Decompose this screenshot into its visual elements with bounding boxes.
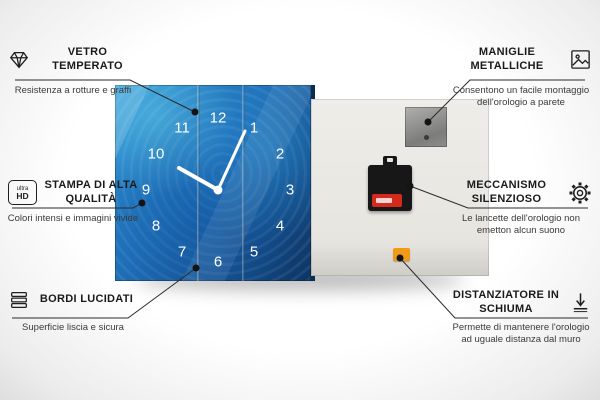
clock-number-11: 11 xyxy=(174,119,190,137)
clock-number-7: 7 xyxy=(177,243,187,261)
callout-stampa: ultra HD STAMPA DI ALTA QUALITÀ xyxy=(8,179,138,207)
callout-title-bordi: BORDI LUCIDATI xyxy=(39,293,134,306)
ultra-hd-text-big: HD xyxy=(16,190,29,201)
battery xyxy=(372,194,402,207)
layers-icon xyxy=(8,289,30,311)
gear-icon xyxy=(568,181,592,205)
hanger-hole xyxy=(424,135,429,140)
callout-meccanismo: MECCANISMO SILENZIOSO xyxy=(452,179,592,207)
minute-hand xyxy=(216,129,247,192)
clock-center-cap xyxy=(213,185,223,195)
clock-hands xyxy=(177,129,247,195)
hour-hand xyxy=(177,166,220,192)
diamond-icon xyxy=(8,49,30,71)
callout-desc-vetro: Resistenza a rotture e graffi xyxy=(14,85,132,96)
clock-number-4: 4 xyxy=(275,217,285,235)
metal-hanger-plate xyxy=(405,107,447,147)
clock-front-panel: 12 1 2 3 4 5 6 7 8 9 10 11 xyxy=(115,85,311,281)
clock-number-9: 9 xyxy=(141,181,151,199)
callout-desc-bordi: Superficie liscia e sicura xyxy=(22,322,124,333)
callout-distanziatore: DISTANZIATORE IN SCHIUMA xyxy=(450,289,592,317)
callout-desc-stampa: Colori intensi e immagini vivide xyxy=(7,213,139,224)
callout-bordi: BORDI LUCIDATI xyxy=(8,289,136,311)
glass-separator xyxy=(242,85,246,281)
callout-desc-distanziatore: Permette di mantenere l'orologio ad ugua… xyxy=(452,322,590,346)
clock-number-1: 1 xyxy=(249,119,259,137)
ultra-hd-text-small: ultra xyxy=(16,185,29,192)
callout-desc-maniglie: Consentono un facile montaggio dell'orol… xyxy=(452,85,590,109)
callout-title-distanziatore: DISTANZIATORE IN SCHIUMA xyxy=(452,289,560,315)
glass-separator xyxy=(197,85,201,281)
clock-number-3: 3 xyxy=(285,181,295,199)
clock-number-2: 2 xyxy=(275,145,285,163)
clock-number-10: 10 xyxy=(147,145,165,163)
clock-number-5: 5 xyxy=(249,243,259,261)
callout-title-vetro: VETRO TEMPERATO xyxy=(52,46,123,72)
callout-title-stampa: STAMPA DI ALTA QUALITÀ xyxy=(44,179,138,205)
ultra-hd-icon: ultra HD xyxy=(8,180,37,206)
foam-spacer xyxy=(393,248,410,261)
mechanism-hook xyxy=(383,156,397,166)
clock-number-12: 12 xyxy=(209,109,227,127)
clock-mechanism xyxy=(368,156,412,211)
clock-back-panel xyxy=(311,99,489,276)
callout-desc-meccanismo: Le lancette dell'orologio non emetton al… xyxy=(461,213,580,237)
clock-number-6: 6 xyxy=(213,253,223,271)
arrow-to-wall-icon xyxy=(569,291,592,314)
callout-vetro: VETRO TEMPERATO xyxy=(8,46,138,74)
callout-maniglie: MANIGLIE METALLICHE xyxy=(452,46,592,74)
glass-gloss xyxy=(115,85,311,281)
clock-number-8: 8 xyxy=(151,217,161,235)
picture-frame-icon xyxy=(569,48,592,71)
callout-title-meccanismo: MECCANISMO SILENZIOSO xyxy=(466,179,547,205)
callout-title-maniglie: MANIGLIE METALLICHE xyxy=(470,46,544,72)
